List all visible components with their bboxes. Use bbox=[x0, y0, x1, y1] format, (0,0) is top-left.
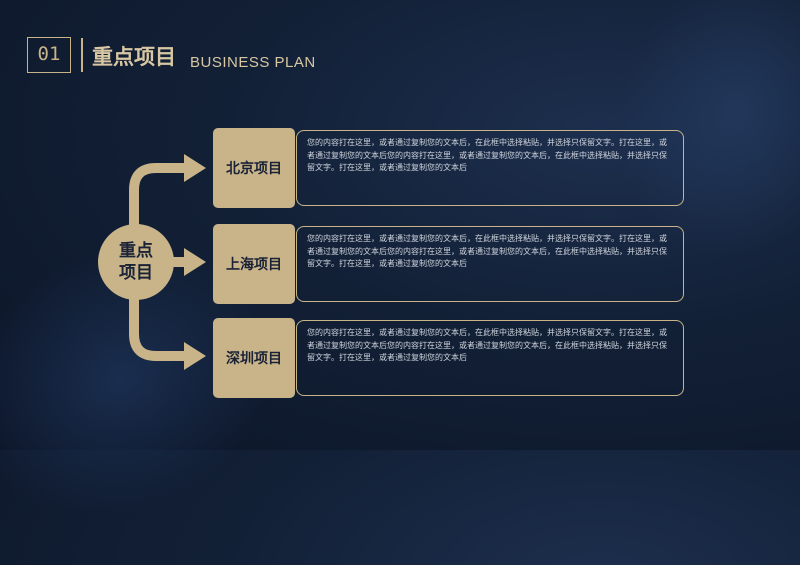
arrow-head-middle bbox=[184, 248, 206, 276]
project-label-beijing: 北京项目 bbox=[213, 128, 295, 208]
center-label-line2: 项目 bbox=[119, 263, 153, 283]
center-label-line1: 重点 bbox=[119, 241, 153, 261]
branch-arrow-top bbox=[129, 163, 191, 231]
branch-arrow-bottom bbox=[129, 293, 191, 361]
page-title: 重点项目 bbox=[92, 45, 176, 69]
project-label-shenzhen: 深圳项目 bbox=[213, 318, 295, 398]
project-text-beijing: 您的内容打在这里，或者通过复制您的文本后，在此框中选择粘贴，并选择只保留文字。打… bbox=[296, 130, 684, 206]
section-number-box: 01 bbox=[27, 37, 71, 73]
page-subtitle: BUSINESS PLAN bbox=[190, 54, 316, 71]
project-text-shenzhen: 您的内容打在这里，或者通过复制您的文本后，在此框中选择粘贴，并选择只保留文字。打… bbox=[296, 320, 684, 396]
header-divider bbox=[81, 38, 83, 72]
project-text-shanghai: 您的内容打在这里，或者通过复制您的文本后，在此框中选择粘贴，并选择只保留文字。打… bbox=[296, 226, 684, 302]
arrow-head-bottom bbox=[184, 342, 206, 370]
arrow-head-top bbox=[184, 154, 206, 182]
center-circle: 重点 项目 bbox=[98, 224, 174, 300]
branch-arrows bbox=[129, 154, 206, 370]
project-label-shanghai: 上海项目 bbox=[213, 224, 295, 304]
